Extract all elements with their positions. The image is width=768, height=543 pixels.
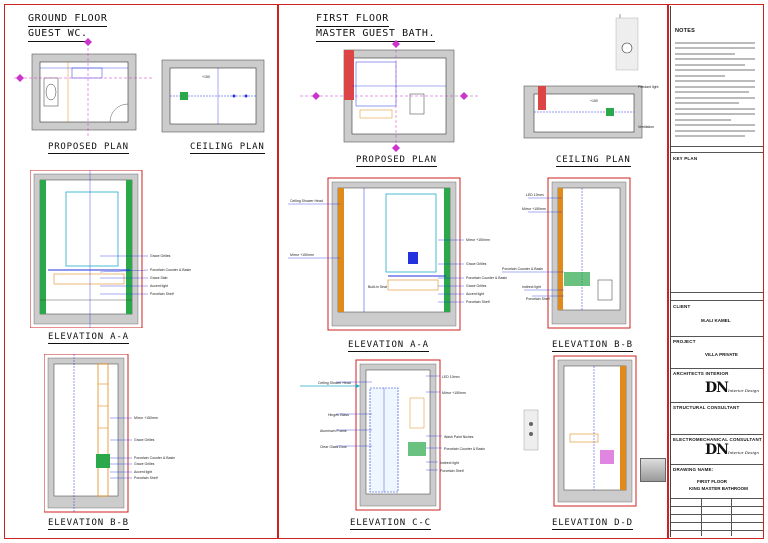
gf-aa-label-3: Accent light: [150, 284, 168, 288]
ff-aa-right-label-1: Grace Grilles: [466, 262, 487, 266]
gf-proposed-plan-caption: PROPOSED PLAN: [48, 142, 129, 154]
ff-bb-label-0: LED 10mm: [526, 193, 544, 197]
ff-aa-left-label-1: Mirror +150mm: [290, 253, 314, 257]
ff-elevation-aa-caption: ELEVATION A-A: [348, 340, 429, 352]
electromechanical-logo: DNInterior Design: [705, 442, 759, 458]
ff-product-image: [640, 458, 666, 482]
client-value: M.ALI KAMEL: [701, 318, 731, 323]
ff-elevation-aa-drawing: Ceiling Shower Head Mirror +150mm Built-…: [288, 177, 507, 331]
gf-ceiling-plan-drawing: +150: [161, 59, 265, 133]
drawing-name-value-2: KING MASTER BATHROOM: [689, 486, 748, 491]
gf-bb-label-4: Accent light: [134, 470, 152, 474]
ff-cc-label-8: Indirect light: [440, 461, 459, 465]
ff-aa-inner-label: Built-in Seat: [368, 285, 387, 289]
ff-proposed-plan-caption: PROPOSED PLAN: [356, 155, 437, 167]
ff-bb-label-4: Porcelain Shelf: [526, 297, 550, 301]
ff-cc-label-6: Wash Paint Niches: [444, 435, 474, 439]
gf-bb-label-3: Grace Grilles: [134, 462, 155, 466]
ff-ventilation-label: Ventilation: [638, 125, 654, 129]
ff-elevation-cc-caption: ELEVATION C-C: [350, 518, 431, 530]
gf-elevation-aa-caption: ELEVATION A-A: [48, 332, 129, 344]
ff-aa-right-label-4: Accent light: [466, 292, 484, 296]
sheet-divider-right: [667, 4, 669, 539]
gf-bb-label-1: Grace Grilles: [134, 438, 155, 442]
gf-bb-label-5: Porcelain Shelf: [134, 476, 158, 480]
gf-bb-label-2: Porcelain Counter & Basin: [134, 456, 175, 460]
ff-aa-right-label-3: Grace Grilles: [466, 284, 487, 288]
ground-floor-header: GROUND FLOOR GUEST WC.: [28, 12, 108, 42]
sheet-divider-left: [277, 4, 279, 539]
ff-cc-label-1: Hinges Glass: [328, 413, 349, 417]
drawing-name-value-1: FIRST FLOOR: [697, 479, 727, 484]
sheet-border: [4, 4, 764, 539]
title-block: NOTES KEY PLAN CLIENT M.ALI KAMEL PROJEC…: [670, 6, 763, 537]
svg-text:+150: +150: [590, 99, 598, 103]
ff-aa-right-label-2: Porcelain Counter & Basin: [466, 276, 507, 280]
ff-cc-label-2: Aluminum Frame: [320, 429, 347, 433]
ff-elevation-dd-caption: ELEVATION D-D: [552, 518, 633, 530]
architects-logo: DNInterior Design: [705, 380, 759, 396]
key-plan-label: KEY PLAN: [673, 156, 698, 161]
architects-label: ARCHITECTS INTERIOR: [673, 371, 729, 376]
notes-body: [675, 38, 755, 141]
ff-bb-label-2: Porcelain Counter & Basin: [502, 267, 543, 271]
electromechanical-label: ELECTROMECHANICAL CONSULTANT: [673, 437, 762, 442]
ff-cc-label-0: Ceiling Shower Head: [318, 381, 351, 385]
gf-elevation-bb-drawing: Mirror +150mm Grace Grilles Porcelain Co…: [44, 354, 175, 513]
gf-ceiling-plan-caption: CEILING PLAN: [190, 142, 265, 154]
svg-text:+150: +150: [202, 75, 210, 79]
ff-aa-right-label-5: Porcelain Shelf: [466, 300, 490, 304]
gf-aa-label-0: Grace Grilles: [150, 254, 171, 258]
gf-aa-label-1: Porcelain Counter & Basin: [150, 268, 191, 272]
ff-cc-label-5: Mirror +150mm: [442, 391, 466, 395]
project-label: PROJECT: [673, 339, 696, 344]
ff-ceiling-plan-caption: CEILING PLAN: [556, 155, 631, 167]
gf-aa-label-4: Porcelain Shelf: [150, 292, 174, 296]
ff-elevation-bb-caption: ELEVATION B-B: [552, 340, 633, 352]
gf-aa-label-2: Grace Slab: [150, 276, 168, 280]
ff-bb-label-3: Indirect light: [522, 285, 541, 289]
ff-bb-label-1: Mirror +150mm: [522, 207, 546, 211]
ff-cc-label-3: Clear Glass Door: [320, 445, 348, 449]
ff-pendant-light-label: Pendant light: [638, 85, 658, 89]
gf-bb-label-0: Mirror +150mm: [134, 416, 158, 420]
ff-aa-right-label-0: Mirror +150mm: [466, 238, 490, 242]
ff-cc-label-9: Porcelain Shelf: [440, 469, 464, 473]
first-floor-header: FIRST FLOOR MASTER GUEST BATH.: [316, 12, 436, 42]
gf-elevation-aa-drawing: Grace Grilles Porcelain Counter & Basin …: [30, 170, 191, 328]
ff-proposed-plan-drawing: [300, 40, 480, 152]
project-value: VILLA PRIVATE: [705, 352, 738, 357]
structural-label: STRUCTURAL CONSULTANT: [673, 405, 740, 410]
ff-elevation-dd-drawing: [523, 355, 637, 507]
drawing-name-label: DRAWING NAME:: [673, 467, 714, 472]
gf-proposed-plan-drawing: [14, 38, 154, 138]
notes-title: NOTES: [675, 28, 695, 34]
gf-elevation-bb-caption: ELEVATION B-B: [48, 518, 129, 530]
client-label: CLIENT: [673, 304, 691, 309]
ff-cc-label-7: Porcelain Counter & Basin: [444, 447, 485, 451]
ff-aa-left-label-0: Ceiling Shower Head: [290, 199, 323, 203]
ff-ceiling-plan-drawing: +150 Pendant light Ventilation: [523, 14, 658, 139]
ff-cc-label-4: LED 10mm: [442, 375, 460, 379]
ff-elevation-cc-drawing: Ceiling Shower Head Hinges Glass Aluminu…: [300, 359, 485, 511]
ff-elevation-bb-drawing: LED 10mm Mirror +150mm Porcelain Counter…: [502, 177, 631, 329]
